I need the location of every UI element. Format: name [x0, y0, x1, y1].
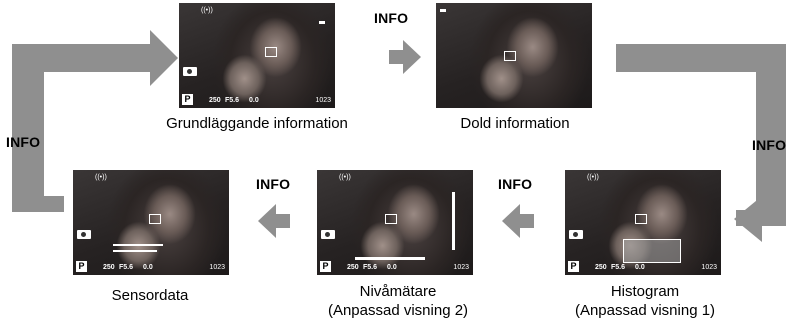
shutter-speed: 250: [595, 264, 607, 271]
loop-band-left-top: [12, 44, 154, 72]
wifi-icon: ((•)): [201, 7, 213, 14]
caption-sensor-data: Sensordata: [111, 287, 189, 304]
info-label: INFO: [752, 137, 787, 153]
info-label: INFO: [374, 10, 409, 26]
loop-band-left-bottom: [12, 196, 64, 212]
wifi-icon: ((•)): [95, 174, 107, 181]
loop-band-right-vertical: [756, 44, 786, 222]
shots-remaining: 1023: [701, 264, 717, 271]
sensor-data-readout: [113, 244, 163, 246]
camera-mode-icon: [77, 230, 91, 239]
aperture: F5.6: [363, 264, 378, 271]
exposure-comp: 0.0: [387, 264, 397, 271]
shots-remaining: 1023: [315, 97, 331, 104]
shutter-speed: 250: [103, 264, 115, 271]
photo: [179, 3, 335, 108]
caption-histogram: Histogram (Anpassad visning 1): [574, 283, 716, 319]
screen-sensor-data: ((•)) P 250 F5.6 0.0 1023: [73, 170, 229, 275]
sensor-data-readout: [113, 250, 157, 252]
wifi-icon: ((•)): [587, 174, 599, 181]
level-gauge-vertical: [452, 192, 455, 250]
photo: [436, 3, 592, 108]
caption-basic-info: Grundläggande information: [166, 115, 348, 132]
aperture: F5.6: [611, 264, 626, 271]
exposure-comp: 0.0: [143, 264, 153, 271]
caption-level-gauge: Nivåmätare (Anpassad visning 2): [327, 283, 469, 319]
photo: [73, 170, 229, 275]
af-frame: [385, 214, 397, 224]
wifi-icon: ((•)): [339, 174, 351, 181]
shooting-mode: P: [76, 261, 87, 272]
screen-hidden-info: [436, 3, 592, 108]
battery-icon: [319, 21, 325, 24]
shooting-mode: P: [182, 94, 193, 105]
screen-basic-info: ((•)) P 250 F5.6 0.0 1023: [179, 3, 335, 108]
caption-hidden-info: Dold information: [460, 115, 570, 132]
af-frame: [635, 214, 647, 224]
arrow-left-icon: [502, 204, 534, 238]
battery-icon: [440, 9, 446, 12]
arrow-right-icon: [389, 40, 421, 74]
af-frame: [504, 51, 516, 61]
screen-histogram: ((•)) P 250 F5.6 0.0 1023: [565, 170, 721, 275]
camera-mode-icon: [321, 230, 335, 239]
aperture: F5.6: [119, 264, 134, 271]
info-label: INFO: [498, 176, 533, 192]
shutter-speed: 250: [209, 97, 221, 104]
shutter-speed: 250: [347, 264, 359, 271]
info-label: INFO: [6, 134, 41, 150]
exposure-comp: 0.0: [635, 264, 645, 271]
histogram-graph: [623, 239, 681, 263]
level-gauge-horizontal: [355, 257, 425, 260]
info-label: INFO: [256, 176, 291, 192]
loop-arrow-right-icon: [150, 30, 178, 86]
af-frame: [265, 47, 277, 57]
loop-arrow-left-icon: [734, 196, 762, 242]
shots-remaining: 1023: [453, 264, 469, 271]
shooting-mode: P: [320, 261, 331, 272]
exposure-comp: 0.0: [249, 97, 259, 104]
shooting-mode: P: [568, 261, 579, 272]
shots-remaining: 1023: [209, 264, 225, 271]
screen-level-gauge: ((•)) P 250 F5.6 0.0 1023: [317, 170, 473, 275]
af-frame: [149, 214, 161, 224]
arrow-left-icon: [258, 204, 290, 238]
aperture: F5.6: [225, 97, 240, 104]
camera-mode-icon: [183, 67, 197, 76]
camera-mode-icon: [569, 230, 583, 239]
loop-band-left-vertical: [12, 44, 44, 212]
